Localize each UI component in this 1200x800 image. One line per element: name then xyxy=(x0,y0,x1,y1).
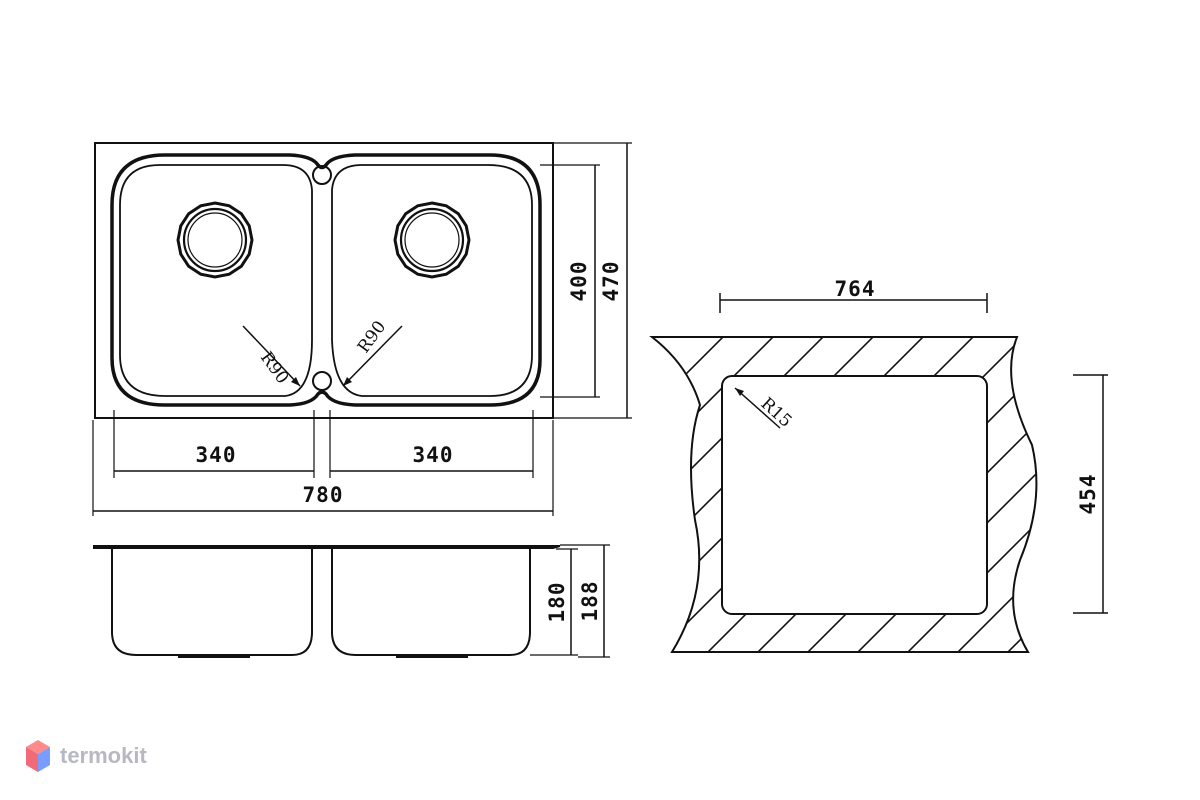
hexagon-cube-icon xyxy=(26,740,50,772)
brand-watermark: termokit xyxy=(24,736,147,776)
cutout-opening xyxy=(721,375,988,615)
brand-name: termokit xyxy=(60,743,147,768)
dimension-bowl-depth: 400 xyxy=(540,164,600,398)
label-bowl-height: 180 xyxy=(545,582,569,623)
dimension-bowl-width-left: 340 xyxy=(113,410,315,478)
sink-top-view: R90 R90 340 340 780 4 xyxy=(92,142,632,516)
dimension-overall-depth: 470 xyxy=(553,142,632,419)
left-bowl xyxy=(119,164,313,397)
dimension-overall-height: 188 xyxy=(560,544,610,658)
label-cutout-height: 454 xyxy=(1076,474,1100,515)
dimension-cutout-width: 764 xyxy=(719,277,988,313)
dimension-overall-width: 780 xyxy=(92,420,554,516)
cutout-view: R15 764 454 xyxy=(649,277,1108,653)
label-bowl-width-right: 340 xyxy=(413,443,454,467)
faucet-hole xyxy=(312,165,332,185)
dimension-bowl-width-right: 340 xyxy=(329,410,534,478)
left-bowl-profile xyxy=(111,549,313,656)
right-bowl xyxy=(331,164,533,397)
label-overall-depth: 470 xyxy=(599,261,623,302)
bowl-rim xyxy=(110,153,542,407)
radius-label-right: R90 xyxy=(354,317,390,357)
right-bowl-profile xyxy=(331,549,531,656)
label-overall-height: 188 xyxy=(578,581,602,622)
radius-marker-right: R90 xyxy=(342,317,403,387)
overflow-hole xyxy=(312,371,332,391)
sink-outline xyxy=(94,142,554,419)
label-cutout-width: 764 xyxy=(835,277,876,301)
label-overall-width: 780 xyxy=(303,483,344,507)
label-bowl-width-left: 340 xyxy=(196,443,237,467)
dimension-cutout-height: 454 xyxy=(1073,374,1108,614)
label-bowl-depth: 400 xyxy=(567,261,591,302)
dimension-bowl-height: 180 xyxy=(530,548,578,656)
radius-marker-left: R90 xyxy=(242,325,301,388)
cutout-outer-edge xyxy=(649,336,1038,653)
sink-deck-profile xyxy=(93,545,561,549)
sink-side-view: 180 188 xyxy=(93,544,610,658)
right-drain xyxy=(393,201,471,279)
radius-label-left: R90 xyxy=(256,348,292,388)
left-drain xyxy=(176,201,254,279)
